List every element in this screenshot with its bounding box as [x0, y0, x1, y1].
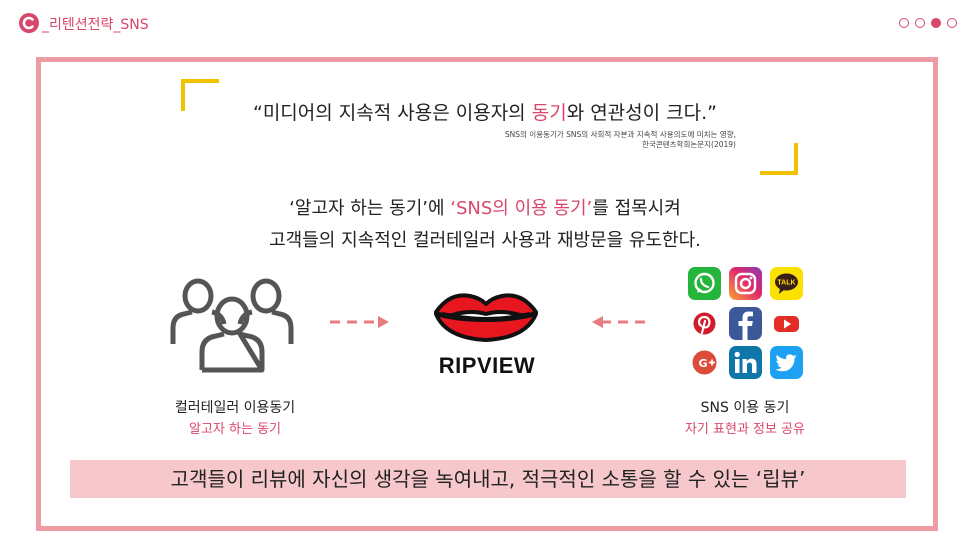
right-caption-title: SNS 이용 동기: [700, 400, 790, 416]
youtube-icon: [770, 307, 803, 340]
main-quote: “미디어의 지속적 사용은 이용자의 동기와 연관성이 크다.”: [150, 98, 820, 125]
logo-icon: [18, 12, 40, 34]
google-plus-icon: G: [688, 346, 721, 379]
source-line-1: SNS의 이용동기가 SNS의 사회적 자본과 지속적 사용의도에 미치는 영향…: [504, 130, 736, 139]
page-indicator: [899, 18, 957, 28]
subtitle-highlight: ‘SNS의 이용 동기’: [450, 198, 593, 219]
source-line-2: 한국콘텐츠학회논문지(2019): [642, 140, 736, 149]
page-dot[interactable]: [947, 18, 957, 28]
quote-suffix: 와 연관성이 크다.”: [566, 102, 718, 124]
brand-name: RIPVIEW: [438, 353, 536, 378]
page-title: _리텐션전략_SNS: [42, 17, 149, 33]
kakaotalk-icon: TALK: [770, 267, 803, 300]
left-caption-subtitle: 알고자 하는 동기: [189, 422, 281, 437]
whatsapp-icon: [688, 267, 721, 300]
arrow-left-icon: [591, 314, 653, 330]
quote-source: SNS의 이용동기가 SNS의 사회적 자본과 지속적 사용의도에 미치는 영향…: [360, 130, 736, 150]
page-dot[interactable]: [915, 18, 925, 28]
lips-icon: [432, 290, 540, 342]
left-caption-title: 컬러테일러 이용동기: [174, 400, 296, 416]
pinterest-icon: [688, 307, 721, 340]
subtitle-line-1: ‘알고자 하는 동기’에 ‘SNS의 이용 동기’를 접목시켜: [150, 194, 820, 220]
svg-text:G: G: [698, 357, 707, 370]
instagram-icon: [729, 267, 762, 300]
subtitle-part1: ‘알고자 하는 동기’에: [289, 198, 451, 219]
kakao-talk-label: TALK: [777, 280, 795, 287]
page-dot-active[interactable]: [931, 18, 941, 28]
quote-corner-bottom-right: [760, 143, 798, 175]
quote-highlight: 동기: [531, 102, 567, 124]
subtitle-line-2: 고객들의 지속적인 컬러테일러 사용과 재방문을 유도한다.: [269, 230, 701, 251]
linkedin-icon: [729, 346, 762, 379]
people-group-icon: [168, 278, 296, 374]
right-caption-subtitle: 자기 표현과 정보 공유: [684, 422, 806, 437]
bottom-banner: 고객들이 리뷰에 자신의 생각을 녹여내고, 적극적인 소통을 할 수 있는 ‘…: [70, 460, 906, 498]
facebook-icon: [729, 307, 762, 340]
subtitle-part2: 를 접목시켜: [592, 198, 681, 219]
content-frame: [36, 57, 938, 531]
page-dot[interactable]: [899, 18, 909, 28]
quote-prefix: “미디어의 지속적 사용은 이용자의: [252, 102, 532, 124]
quote-corner-top-left: [181, 79, 219, 111]
twitter-icon: [770, 346, 803, 379]
arrow-right-icon: [328, 314, 390, 330]
